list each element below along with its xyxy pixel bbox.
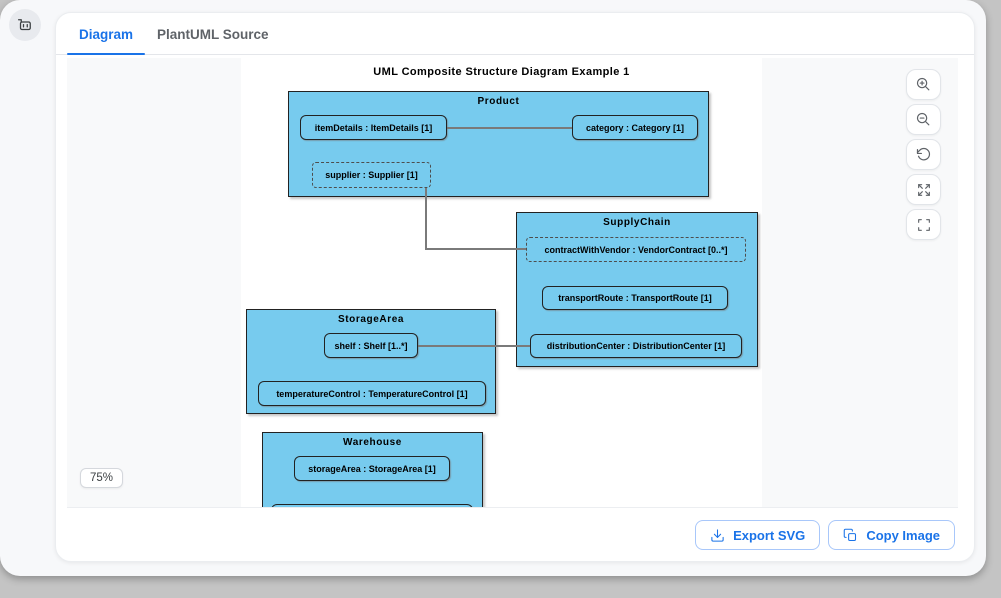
reset-icon bbox=[916, 147, 931, 161]
avatar[interactable] bbox=[9, 9, 41, 41]
part-clipped[interactable] bbox=[271, 504, 473, 507]
fit-frame-icon bbox=[917, 218, 930, 231]
zoom-level-badge: 75% bbox=[80, 468, 124, 488]
part-temperaturecontrol[interactable]: temperatureControl : TemperatureControl … bbox=[258, 381, 486, 406]
fit-view-button[interactable] bbox=[906, 209, 941, 240]
tab-diagram[interactable]: Diagram bbox=[67, 27, 146, 55]
copy-image-button[interactable]: Copy Image bbox=[828, 520, 955, 550]
diagram-canvas: UML Composite Structure Diagram Example … bbox=[241, 58, 762, 507]
component-title: StorageArea bbox=[337, 314, 405, 325]
zoom-in-button[interactable] bbox=[906, 69, 941, 100]
component-title: Product bbox=[477, 96, 520, 107]
copy-icon bbox=[844, 528, 857, 541]
part-transportroute[interactable]: transportRoute : TransportRoute [1] bbox=[542, 286, 728, 310]
component-product[interactable]: Product bbox=[288, 91, 709, 197]
tab-plantuml-source[interactable]: PlantUML Source bbox=[157, 27, 269, 42]
connector-itemdetails-category bbox=[447, 127, 572, 129]
zoom-out-icon bbox=[916, 112, 930, 126]
expand-button[interactable] bbox=[906, 174, 941, 205]
expand-arrows-icon bbox=[917, 183, 930, 196]
zoom-in-icon bbox=[916, 77, 930, 91]
robot-icon bbox=[17, 19, 31, 31]
app-window: Diagram PlantUML Source UML Composite St… bbox=[0, 0, 986, 576]
part-distributioncenter[interactable]: distributionCenter : DistributionCenter … bbox=[530, 334, 742, 358]
part-itemdetails[interactable]: itemDetails : ItemDetails [1] bbox=[300, 115, 447, 140]
download-icon bbox=[711, 528, 724, 542]
component-title: SupplyChain bbox=[603, 217, 671, 228]
connector-supplier-contract-horizontal bbox=[425, 248, 526, 250]
copy-image-label: Copy Image bbox=[866, 527, 940, 543]
diagram-viewport[interactable]: UML Composite Structure Diagram Example … bbox=[67, 58, 958, 508]
part-supplier[interactable]: supplier : Supplier [1] bbox=[312, 162, 431, 188]
connector-shelf-distributioncenter bbox=[418, 345, 530, 347]
part-storagearea[interactable]: storageArea : StorageArea [1] bbox=[294, 456, 450, 481]
part-contractwithvendor[interactable]: contractWithVendor : VendorContract [0..… bbox=[526, 237, 746, 262]
footer-actions: Export SVG Copy Image bbox=[56, 520, 974, 550]
export-svg-button[interactable]: Export SVG bbox=[695, 520, 821, 550]
part-shelf[interactable]: shelf : Shelf [1..*] bbox=[324, 333, 418, 358]
zoom-out-button[interactable] bbox=[906, 104, 941, 135]
zoom-controls bbox=[906, 69, 941, 240]
component-title: Warehouse bbox=[343, 437, 402, 448]
tab-bar: Diagram PlantUML Source bbox=[56, 13, 974, 55]
export-svg-label: Export SVG bbox=[733, 527, 806, 543]
main-card: Diagram PlantUML Source UML Composite St… bbox=[55, 12, 975, 562]
part-category[interactable]: category : Category [1] bbox=[572, 115, 698, 140]
reset-view-button[interactable] bbox=[906, 139, 941, 170]
connector-supplier-contract-vertical bbox=[425, 188, 427, 250]
diagram-title: UML Composite Structure Diagram Example … bbox=[373, 66, 630, 78]
